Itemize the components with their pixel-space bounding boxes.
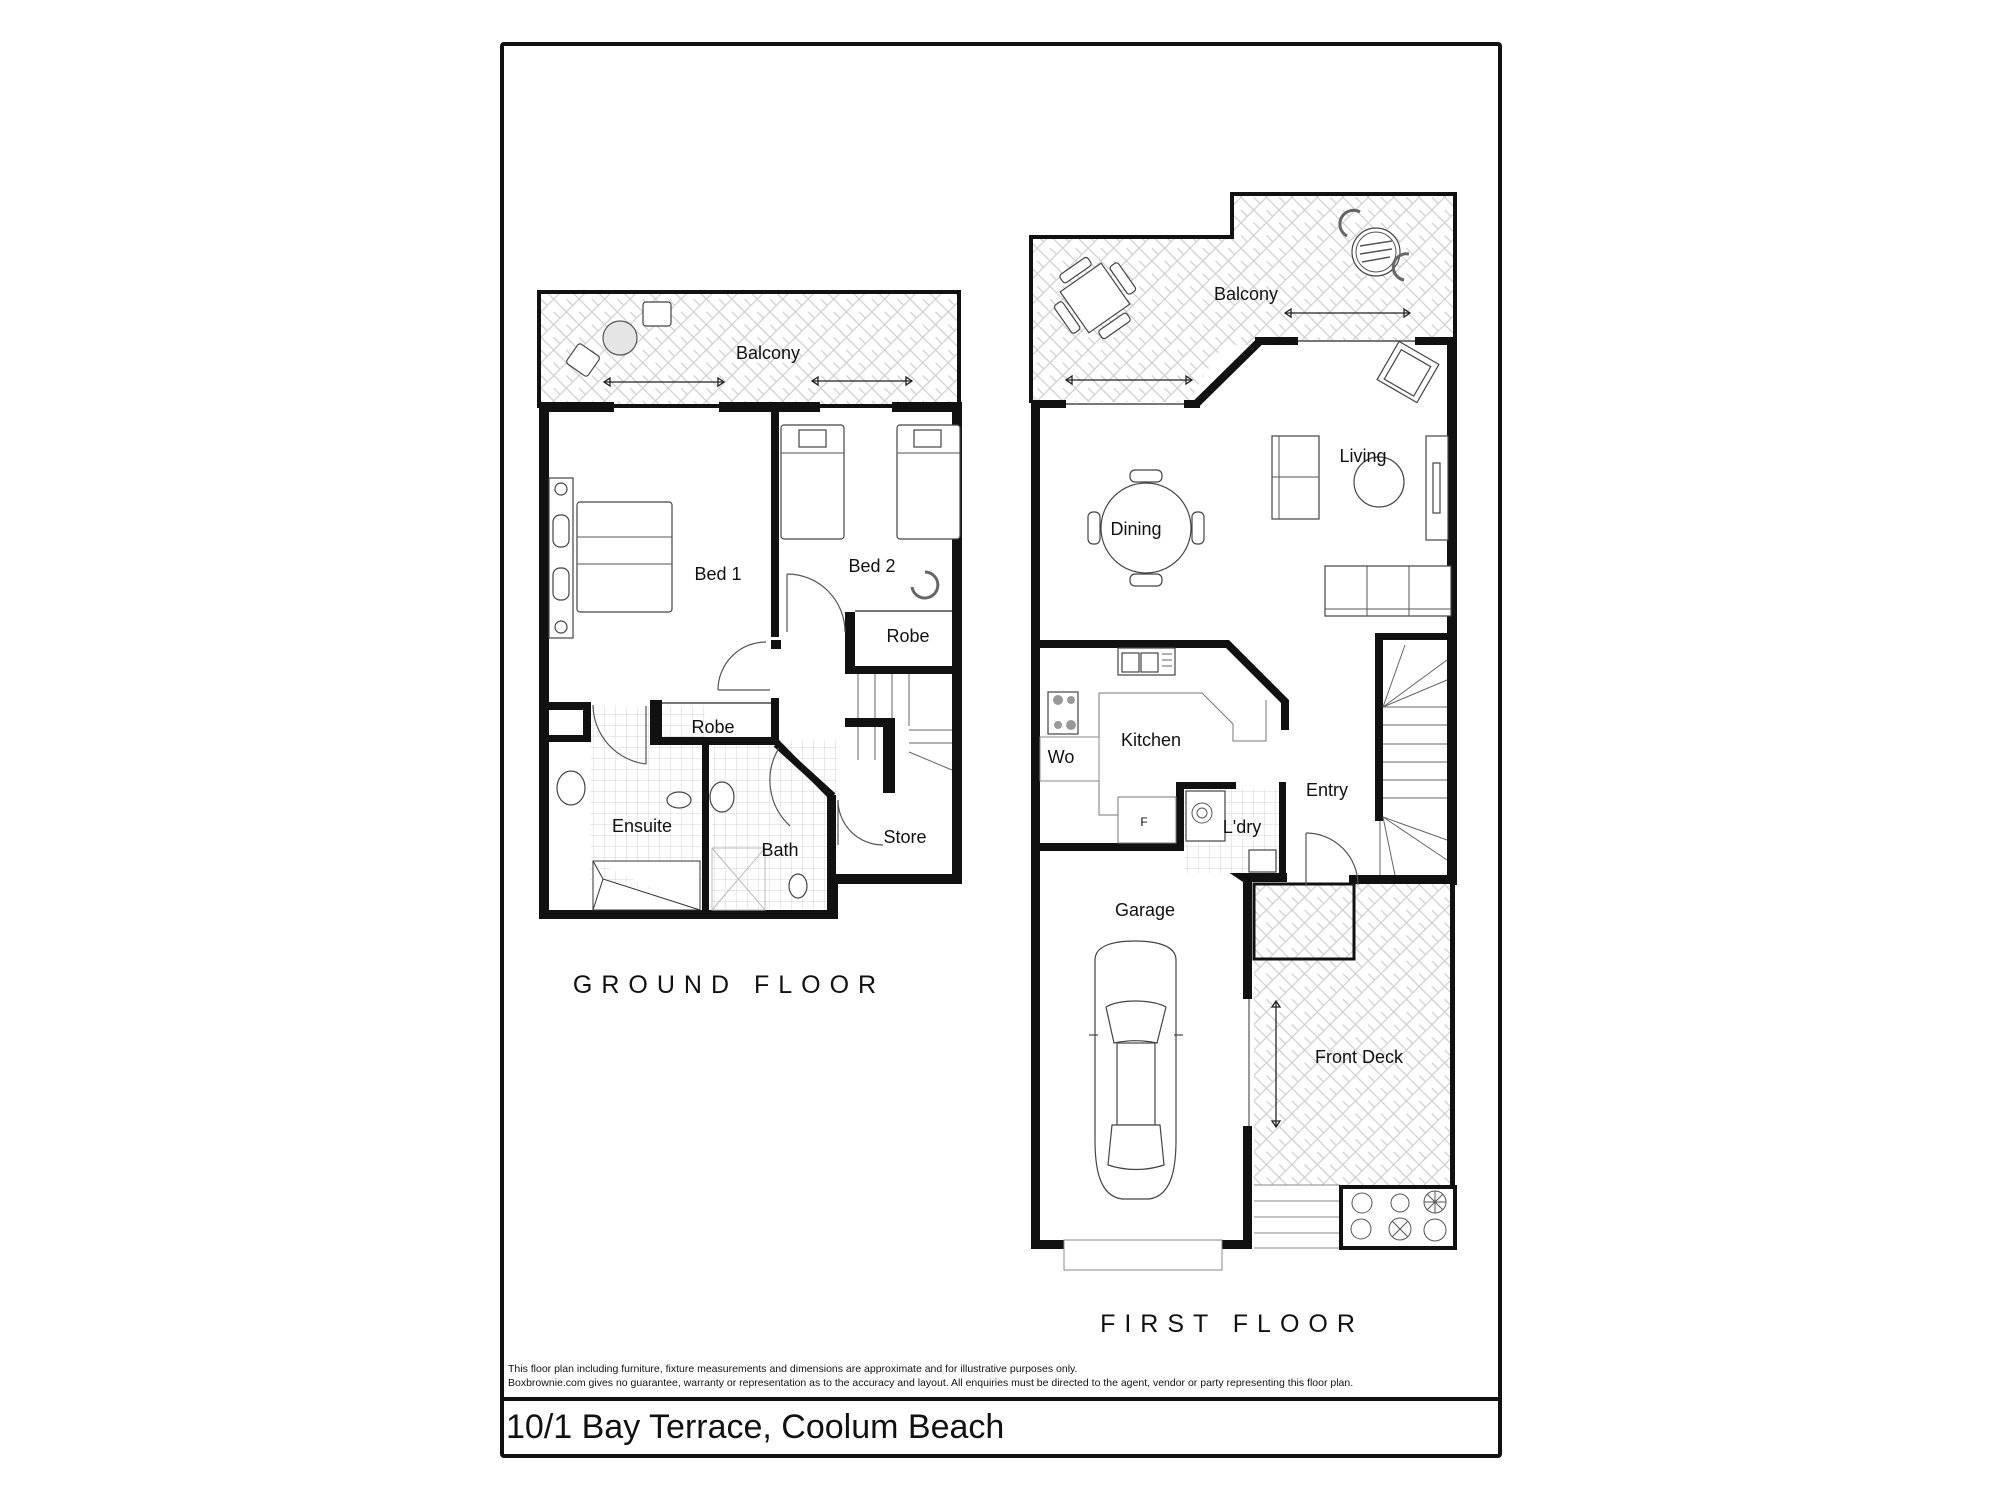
room-label-entry: Entry: [1306, 780, 1348, 800]
disclaimer-line-2: Boxbrownie.com gives no guarantee, warra…: [508, 1377, 1354, 1389]
armchair-icon: [1376, 340, 1440, 404]
room-label-ensuite: Ensuite: [612, 816, 672, 836]
double-bed-icon: [576, 501, 673, 613]
room-label-bed1: Bed 1: [694, 564, 741, 584]
chair-icon: [1338, 208, 1361, 238]
planter-box: [1339, 1185, 1457, 1250]
laundry-tub-icon: [1248, 849, 1277, 873]
room-label-bed2: Bed 2: [848, 556, 895, 576]
first-floor: Balcony Living Dining Kitchen Wo F L'dry…: [1029, 192, 1457, 1338]
room-label-first-balcony: Balcony: [1214, 284, 1278, 304]
title-divider: [500, 1397, 1502, 1401]
basin-icon: [556, 770, 586, 806]
dining-table-icon: [1087, 469, 1205, 587]
room-label-fridge: F: [1140, 815, 1147, 829]
room-label-living: Living: [1339, 446, 1386, 466]
toilet-icon: [788, 873, 808, 899]
sofa-icon: [1324, 565, 1452, 617]
first-floor-title: FIRST FLOOR: [1100, 1310, 1364, 1338]
staircase: [1379, 644, 1448, 881]
chair-icon: [642, 301, 672, 327]
first-balcony-paving: [1033, 196, 1453, 402]
room-label-dining: Dining: [1110, 519, 1161, 539]
chair-icon: [910, 570, 940, 600]
property-address: 10/1 Bay Terrace, Coolum Beach: [506, 1408, 1005, 1446]
wall-oven: [1039, 736, 1100, 782]
disclaimer-line-1: This floor plan including furniture, fix…: [508, 1363, 1078, 1375]
room-label-garage: Garage: [1115, 900, 1175, 920]
bath-tiles: [712, 740, 838, 910]
bedhead-icon: [548, 477, 574, 639]
coffee-table-icon: [1353, 456, 1405, 508]
room-label-wall-oven: Wo: [1048, 747, 1075, 767]
basin-icon: [709, 781, 735, 813]
room-label-robe-bed2: Robe: [886, 626, 929, 646]
plants-icon: [1350, 1190, 1447, 1242]
room-label-front-deck: Front Deck: [1315, 1047, 1404, 1067]
fridge-space: [1117, 796, 1177, 844]
chair-icon: [566, 343, 600, 377]
car-icon: [1089, 940, 1183, 1200]
room-label-bath: Bath: [761, 840, 798, 860]
chair-icon: [1391, 252, 1410, 282]
ground-floor: Balcony Bed 1 Bed 2 Robe Robe Ensuite Ba…: [537, 290, 962, 999]
deck-steps: [1254, 1184, 1340, 1249]
room-label-robe-bed1: Robe: [691, 717, 734, 737]
single-bed-icon: [780, 424, 845, 540]
ground-floor-title: GROUND FLOOR: [573, 971, 885, 999]
room-label-ground-balcony: Balcony: [736, 343, 800, 363]
toilet-icon: [666, 791, 692, 809]
room-label-store: Store: [883, 827, 926, 847]
room-label-kitchen: Kitchen: [1121, 730, 1181, 750]
single-bed-icon: [896, 424, 961, 540]
outdoor-dining-set-icon: [1053, 256, 1137, 340]
outdoor-table-icon: [602, 320, 638, 356]
room-label-laundry: L'dry: [1223, 817, 1261, 837]
plan-frame: [500, 42, 1502, 1458]
garage-door-threshold: [1063, 1239, 1223, 1271]
